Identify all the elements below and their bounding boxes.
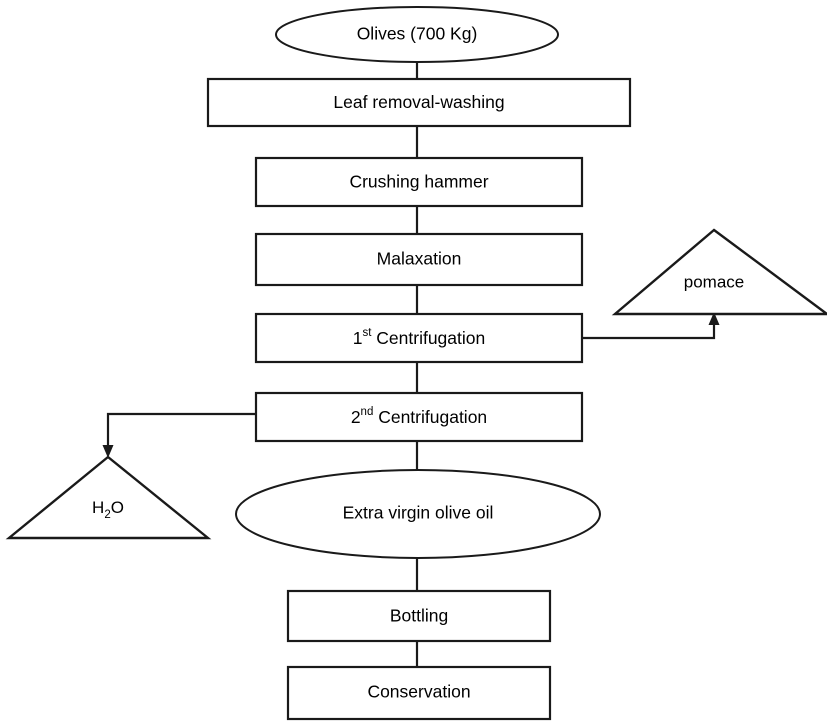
conservation-label: Conservation [367,682,470,702]
first-centrifugation-label: 1st Centrifugation [353,327,486,348]
olive-oil-label: Extra virgin olive oil [343,503,494,523]
second-centrifugation-word: Centrifugation [373,407,487,427]
node-first-centrifugation[interactable]: 1st Centrifugation [254,312,584,364]
node-malaxation[interactable]: Malaxation [254,232,584,287]
second-centrifugation-label: 2nd Centrifugation [351,406,487,427]
olive-oil-ellipse [235,469,601,559]
olives-label: Olives (700 Kg) [357,24,478,44]
malaxation-box [254,232,584,287]
olives-ellipse [275,6,559,63]
water-triangle [5,455,212,540]
first-centrifugation-number: 1 [353,328,363,348]
node-crushing-hammer[interactable]: Crushing hammer [254,156,584,208]
bottling-box [286,589,552,643]
connector-first-centrifugation-to-pomace [582,322,716,340]
first-centrifugation-box [254,312,584,364]
connector-second-centrifugation-to-water [106,412,256,447]
arrowhead-to-water [102,445,114,458]
node-conservation[interactable]: Conservation [286,665,552,721]
bottling-label: Bottling [390,606,448,626]
second-centrifugation-box [254,391,584,443]
node-bottling[interactable]: Bottling [286,589,552,643]
second-centrifugation-ordinal-suffix: nd [361,406,374,418]
water-subscript-2: 2 [104,509,110,521]
crushing-hammer-box [254,156,584,208]
leaf-removal-label: Leaf removal-washing [333,92,504,112]
first-centrifugation-word: Centrifugation [371,328,485,348]
conservation-box [286,665,552,721]
second-centrifugation-number: 2 [351,407,361,427]
leaf-removal-box [206,77,632,128]
node-pomace[interactable]: pomace [611,228,827,316]
water-element-o: O [111,498,124,517]
first-centrifugation-ordinal-suffix: st [362,327,372,339]
crushing-hammer-label: Crushing hammer [349,172,488,192]
malaxation-label: Malaxation [377,249,462,269]
water-element-h: H [92,498,104,517]
node-water[interactable]: H2O [5,455,212,540]
water-label: H2O [92,498,124,521]
pomace-triangle [611,228,827,316]
node-leaf-removal[interactable]: Leaf removal-washing [206,77,632,128]
pomace-label: pomace [684,272,744,291]
node-extra-virgin-olive-oil[interactable]: Extra virgin olive oil [235,469,601,559]
arrowhead-to-pomace [708,312,720,325]
connector-layer [102,62,720,667]
node-second-centrifugation[interactable]: 2nd Centrifugation [254,391,584,443]
node-olives[interactable]: Olives (700 Kg) [275,6,559,63]
